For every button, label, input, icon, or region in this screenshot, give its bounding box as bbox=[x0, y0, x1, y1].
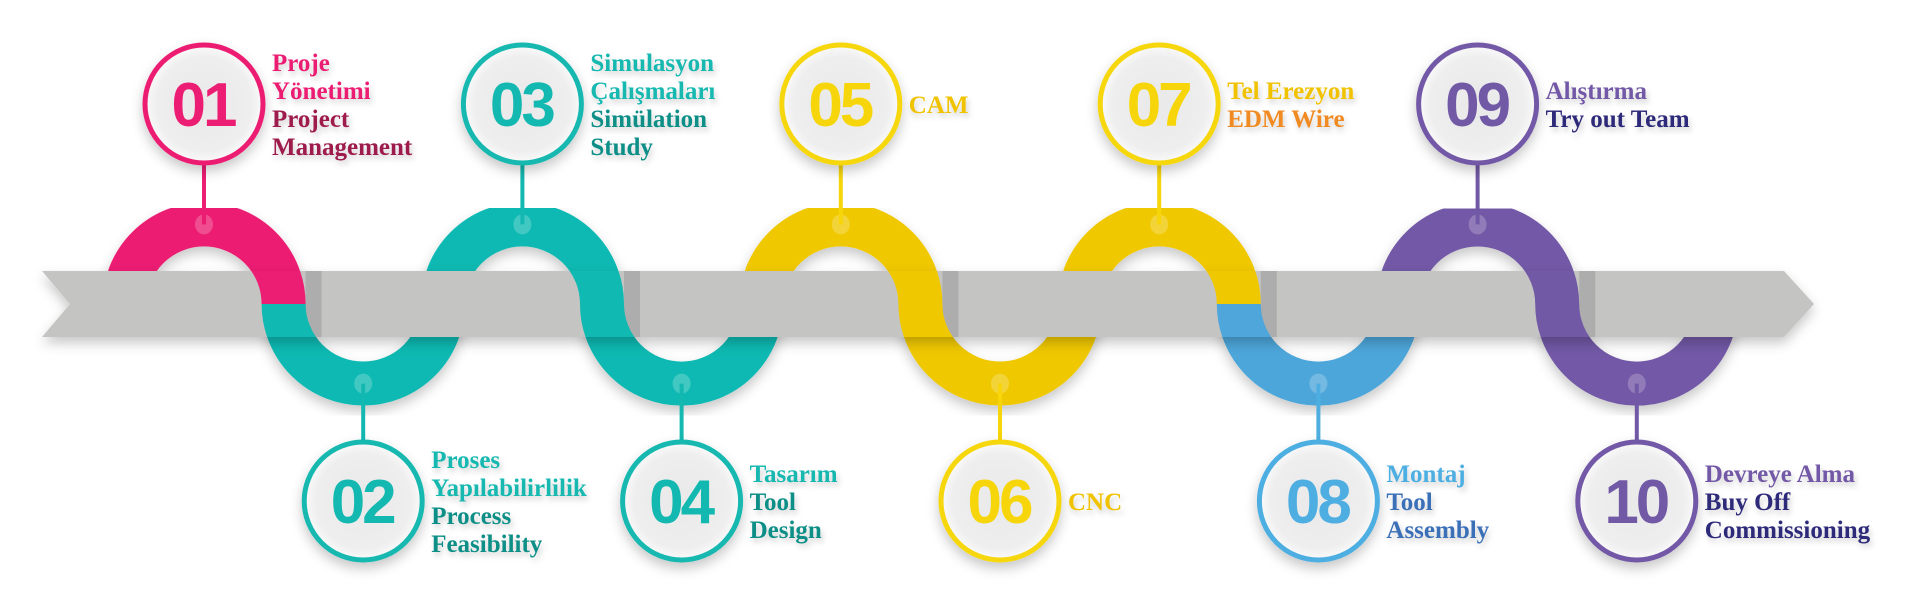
step-label-line: Tool bbox=[1386, 489, 1432, 516]
step-label-line: Tel Erezyon bbox=[1227, 78, 1354, 105]
step-number: 10 bbox=[1604, 468, 1667, 537]
band-shadow-strip bbox=[624, 271, 640, 337]
band-shadow-strip bbox=[942, 271, 959, 337]
band-shadow-strip bbox=[1579, 271, 1596, 337]
step-label-line: EDM Wire bbox=[1227, 106, 1344, 133]
step-circle bbox=[460, 42, 584, 166]
step-label-line: Design bbox=[750, 517, 822, 544]
step-label-line: Alıştırma bbox=[1546, 78, 1648, 105]
step-number: 04 bbox=[649, 468, 715, 537]
step-label-line: Tasarım bbox=[750, 461, 838, 488]
step-label-line: Process bbox=[431, 503, 511, 530]
step-label-line: Proje bbox=[272, 50, 330, 77]
step-label-line: Çalışmaları bbox=[590, 78, 715, 105]
step-label-line: Buy Off bbox=[1705, 489, 1791, 516]
step-label-line: Yönetimi bbox=[272, 78, 371, 105]
step-label-line: Simülation bbox=[590, 106, 707, 133]
step-label-line: Proses bbox=[431, 447, 500, 474]
step-label-line: Devreye Alma bbox=[1705, 461, 1856, 488]
step-circle bbox=[301, 439, 425, 563]
step-circle bbox=[1416, 42, 1540, 166]
step-number: 07 bbox=[1127, 71, 1190, 140]
step-06: 06 CNC bbox=[938, 439, 1122, 563]
step-number: 01 bbox=[172, 71, 236, 140]
step-circle bbox=[620, 439, 744, 563]
step-number: 03 bbox=[490, 71, 554, 140]
step-circle bbox=[779, 42, 903, 166]
step-number: 02 bbox=[331, 468, 394, 537]
step-label-line: Assembly bbox=[1386, 517, 1489, 544]
step-label-line: Feasibility bbox=[431, 531, 543, 558]
step-circle bbox=[1575, 439, 1699, 563]
step-circle bbox=[1097, 42, 1221, 166]
step-label-line: CNC bbox=[1068, 489, 1122, 516]
step-label-line: Commissioning bbox=[1705, 517, 1871, 544]
step-number: 09 bbox=[1445, 71, 1509, 140]
step-label-line: Montaj bbox=[1386, 461, 1465, 488]
step-circle bbox=[1256, 439, 1380, 563]
step-circle bbox=[142, 42, 266, 166]
step-label-line: Project bbox=[272, 106, 350, 133]
step-label-line: Tool bbox=[750, 489, 796, 516]
step-number: 06 bbox=[968, 468, 1032, 537]
band-shadow-strip bbox=[1260, 271, 1277, 337]
step-02: 02 ProsesYapılabilirlilikProcessFeasibili… bbox=[301, 439, 587, 563]
step-label-line: Simulasyon bbox=[590, 50, 714, 77]
step-05: 05 CAM bbox=[779, 42, 969, 166]
band-shadow-strip bbox=[305, 271, 322, 337]
step-circle bbox=[938, 439, 1062, 563]
step-label-line: Try out Team bbox=[1546, 106, 1690, 133]
step-label-line: Management bbox=[272, 134, 413, 161]
step-label-line: CAM bbox=[909, 92, 969, 119]
arc-crossings-layer bbox=[251, 271, 1596, 337]
step-label-line: Yapılabilirlilik bbox=[431, 475, 587, 502]
step-label-line: Study bbox=[590, 134, 653, 161]
timeline-arc-05 bbox=[739, 202, 943, 305]
step-number: 05 bbox=[808, 71, 872, 140]
step-number: 08 bbox=[1286, 468, 1350, 537]
